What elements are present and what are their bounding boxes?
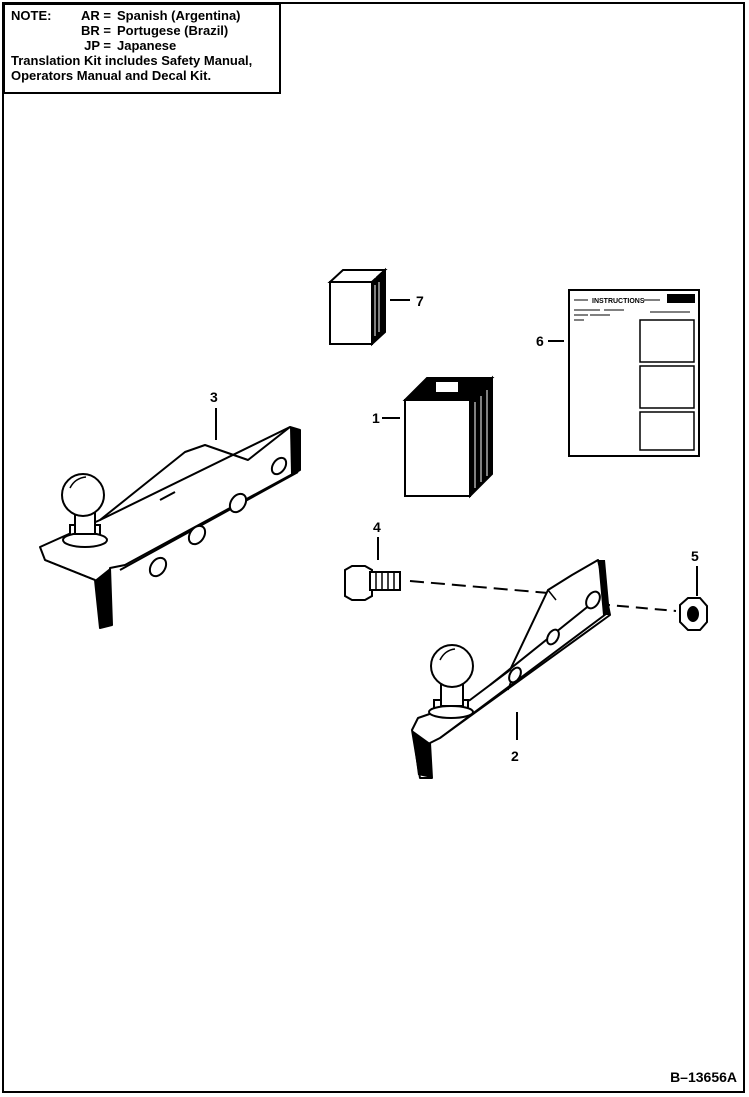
callout-1: 1 [372,410,380,426]
part-7-manual [327,267,410,347]
kit-line-2: Operators Manual and Decal Kit. [11,68,212,83]
note-row-ar: NOTE: AR = Spanish (Argentina) [11,8,273,23]
language-name: Portugese (Brazil) [117,23,229,38]
language-name: Japanese [117,38,177,53]
callout-6: 6 [536,333,544,349]
part-5-nut [597,566,708,631]
kit-line-1: Translation Kit includes Safety Manual, [11,53,253,68]
language-code: JP = [84,38,111,53]
part-3-hitch-bracket [39,408,301,629]
part-4-bolt [344,537,561,601]
note-row-jp: JP = Japanese [11,38,273,53]
callout-7: 7 [416,293,424,309]
note-label: NOTE: [11,8,52,23]
callout-4: 4 [373,519,381,535]
language-code: AR = [81,8,111,23]
part-2-hitch-bracket [411,559,611,779]
part-6-instruction-sheet: INSTRUCTIONS [548,289,700,457]
figure-id: B–13656A [670,1069,737,1085]
callout-5: 5 [691,548,699,564]
instruction-heading: INSTRUCTIONS [592,298,645,305]
callout-3: 3 [210,389,218,405]
language-name: Spanish (Argentina) [117,8,241,23]
note-box: NOTE: AR = Spanish (Argentina) BR = Port… [3,3,281,94]
callout-2: 2 [511,748,519,764]
part-1-manual [382,375,495,499]
language-code: BR = [81,23,111,38]
note-row-br: BR = Portugese (Brazil) [11,23,273,38]
